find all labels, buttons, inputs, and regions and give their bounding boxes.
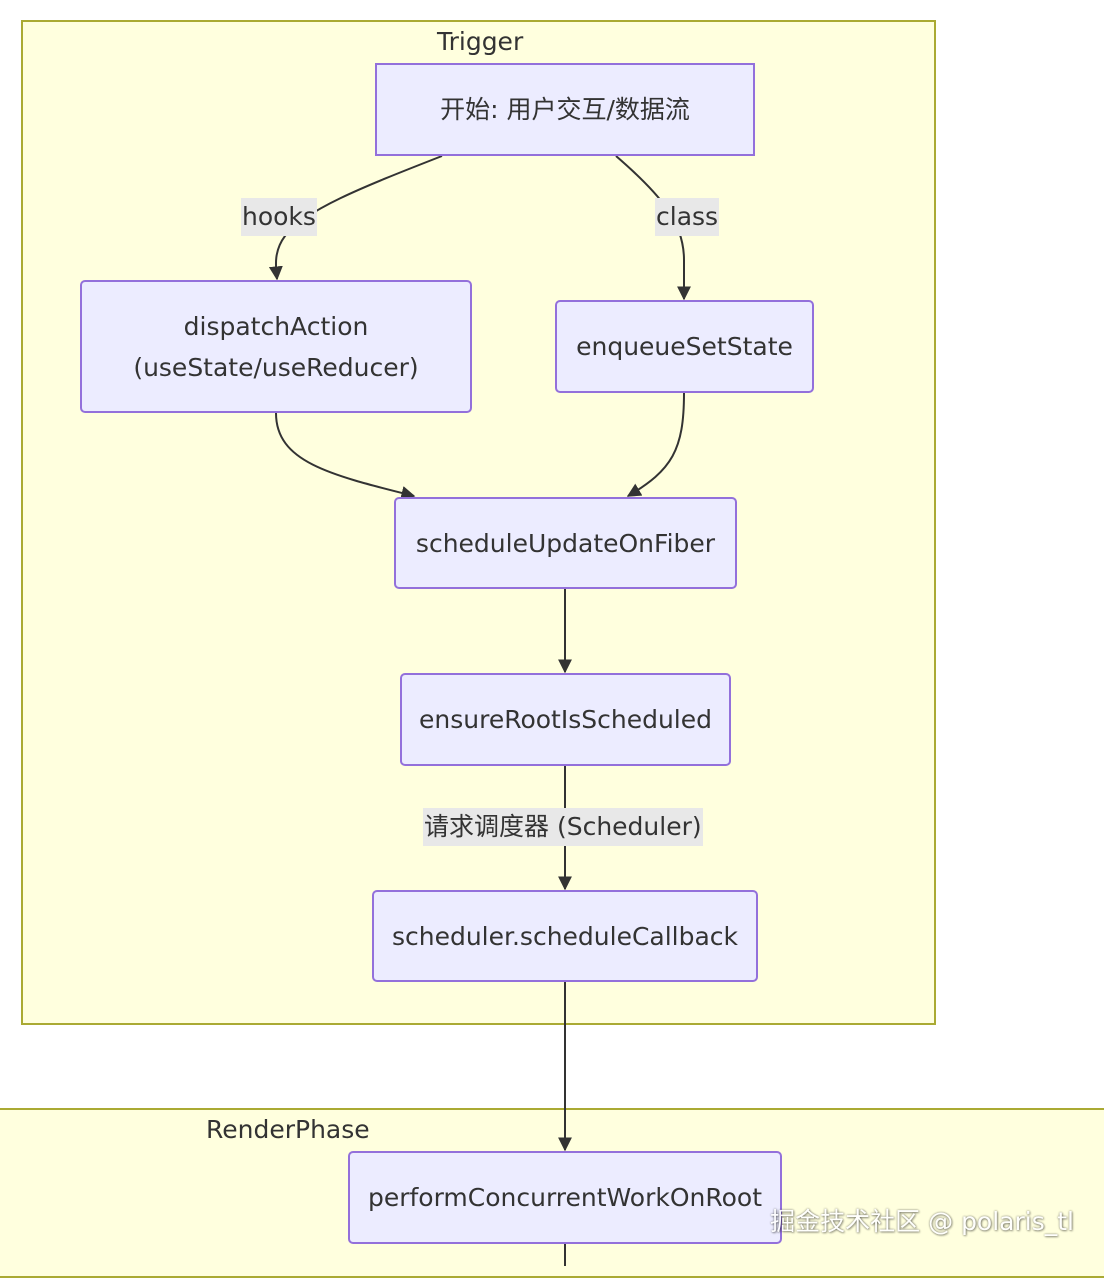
edge-label-class: class (655, 198, 720, 236)
node-start: 开始: 用户交互/数据流 (375, 63, 755, 156)
node-start-label: 开始: 用户交互/数据流 (440, 95, 690, 124)
node-dispatch-action-label-line-2: (useState/useReducer) (133, 352, 419, 382)
subgraph-render-phase-title: RenderPhase (206, 1115, 370, 1144)
subgraph-trigger-title: Trigger (437, 27, 524, 56)
watermark: 掘金技术社区 @ polaris_tl (770, 1207, 1074, 1236)
node-perform-concurrent-work-on-root-label: performConcurrentWorkOnRoot (367, 1183, 763, 1212)
node-dispatch-action: dispatchAction (useState/useReducer) (80, 280, 472, 413)
node-enqueue-set-state-label: enqueueSetState (576, 332, 793, 361)
edge-enqueue-set-state-to-schedule-update (626, 392, 685, 497)
node-dispatch-action-label-line-1: dispatchAction (183, 311, 369, 341)
edge-label-request-scheduler: 请求调度器 (Scheduler) (423, 808, 703, 846)
node-ensure-root-is-scheduled: ensureRootIsScheduled (400, 673, 731, 766)
edge-dispatch-action-to-schedule-update (275, 412, 416, 500)
node-enqueue-set-state: enqueueSetState (555, 300, 814, 393)
node-scheduler-schedule-callback: scheduler.scheduleCallback (372, 890, 758, 982)
node-perform-concurrent-work-on-root: performConcurrentWorkOnRoot (348, 1151, 782, 1244)
node-schedule-update-on-fiber: scheduleUpdateOnFiber (394, 497, 737, 589)
edge-label-hooks: hooks (241, 198, 317, 236)
node-schedule-update-on-fiber-label: scheduleUpdateOnFiber (415, 528, 716, 558)
node-scheduler-schedule-callback-label: scheduler.scheduleCallback (391, 921, 739, 951)
node-ensure-root-is-scheduled-label: ensureRootIsScheduled (419, 705, 712, 734)
